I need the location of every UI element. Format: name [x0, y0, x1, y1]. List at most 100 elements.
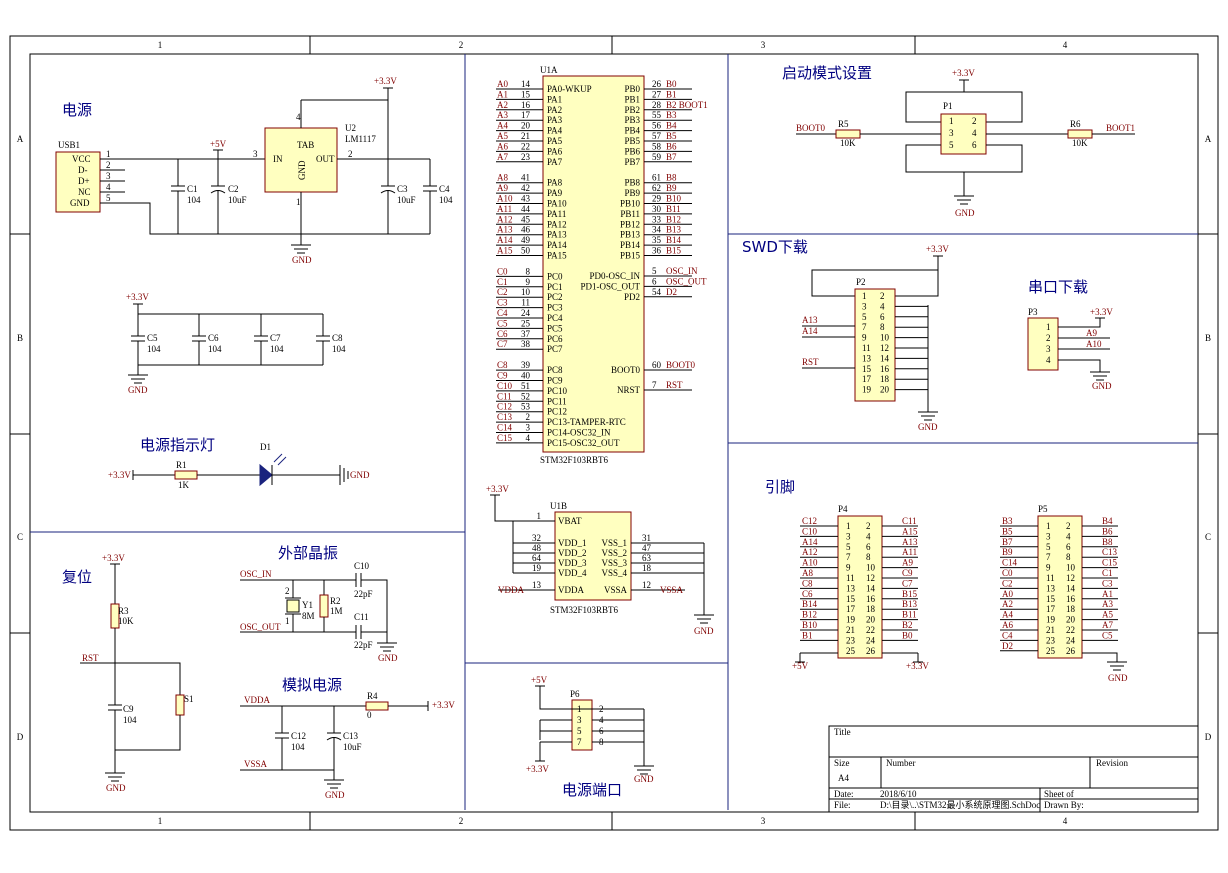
p4-pin-10: 10	[866, 563, 876, 573]
number-label: Number	[886, 758, 916, 768]
lm1117-pin-out: 2	[348, 149, 353, 159]
u1a-pinnum-30: 30	[652, 204, 662, 214]
p4-ref: P4	[838, 504, 848, 514]
usb-pin-num-5: 5	[106, 193, 111, 203]
p4-right-b15: B15	[902, 589, 918, 599]
u1a-pinnum-55: 55	[652, 110, 662, 120]
power-supply-block: USB1 VCC D- D+ NC GND 1 2 3 4 5 +5V C1 1…	[55, 76, 453, 265]
reset-rst-label: RST	[82, 653, 99, 663]
p3-pin-1: 1	[1046, 322, 1051, 332]
u1a-pin-pc0: PC0	[547, 271, 563, 281]
p2-pin-18: 18	[880, 374, 890, 384]
u1a-pinnum-9: 9	[526, 277, 531, 287]
p5-left-a0: A0	[1002, 589, 1013, 599]
p5-left-a6: A6	[1002, 620, 1013, 630]
r3-ref: R3	[118, 606, 129, 616]
boot0-label: BOOT0	[796, 123, 825, 133]
frame-row-c-left: C	[17, 532, 23, 542]
p5-ref: P5	[1038, 504, 1048, 514]
section-title-reset: 复位	[62, 568, 92, 586]
u1a-pin-pb4: PB4	[624, 126, 640, 136]
u1a-pin-pb3: PB3	[624, 115, 640, 125]
p5-pin-5: 5	[1046, 542, 1051, 552]
p5-right-a7: A7	[1102, 620, 1113, 630]
p4-pin-9: 9	[846, 563, 851, 573]
p1-pin-1: 1	[949, 116, 954, 126]
u1a-net-a3: A3	[497, 110, 508, 120]
u1a-part: STM32F103RBT6	[540, 455, 609, 465]
p5-left-a2: A2	[1002, 599, 1013, 609]
p4-pin-8: 8	[866, 552, 871, 562]
u1a-pin-pa6: PA6	[547, 146, 563, 156]
p4-left-a12: A12	[802, 547, 818, 557]
p5-pin-21: 21	[1046, 625, 1055, 635]
date-value: 2018/6/10	[880, 789, 917, 799]
u1a-net-d2: D2	[666, 287, 677, 297]
p6-connector	[571, 699, 593, 751]
frame-col-4-top: 4	[1063, 40, 1068, 50]
c1-ref: C1	[187, 184, 198, 194]
u1a-pin-pa9: PA9	[547, 188, 563, 198]
title-label: Title	[834, 727, 851, 737]
u1b-pin-vss_1: VSS_1	[601, 538, 627, 548]
u1a-net-rst: RST	[666, 380, 683, 390]
p5-right-a5: A5	[1102, 610, 1113, 620]
p5-left-c14: C14	[1002, 558, 1018, 568]
u1b-pin-vss_2: VSS_2	[601, 548, 627, 558]
u1a-pinnum-33: 33	[652, 214, 662, 224]
section-title-analog-power: 模拟电源	[282, 676, 342, 694]
c7-ref: C7	[270, 333, 281, 343]
p5-left-b5: B5	[1002, 526, 1013, 536]
p1-pin-6: 6	[972, 140, 977, 150]
u1a-pinnum-37: 37	[521, 329, 531, 339]
u1a-pinnum-38: 38	[521, 339, 531, 349]
p5-pin-13: 13	[1046, 583, 1056, 593]
u1a-pinnum-5: 5	[652, 266, 657, 276]
p4-left-b12: B12	[802, 610, 817, 620]
u1a-net-b1: B1	[666, 89, 677, 99]
u1a-pin-pc8: PC8	[547, 365, 563, 375]
u1a-ref: U1A	[540, 65, 558, 75]
p4-left-c10: C10	[802, 526, 818, 536]
u1a-net-b13: B13	[666, 225, 682, 235]
u1a-net-b8: B8	[666, 173, 677, 183]
drawing-frame: 1 2 3 4 1 2 3 4 A B C D A B C D	[9, 35, 1219, 831]
p6-gnd-label: GND	[634, 774, 654, 784]
u1b-part: STM32F103RBT6	[550, 605, 619, 615]
usb-pin-nc: NC	[78, 187, 91, 197]
u1a-net-b10: B10	[666, 194, 682, 204]
u1a-pinnum-59: 59	[652, 152, 662, 162]
p5-left-b9: B9	[1002, 547, 1013, 557]
boot1-label: BOOT1	[1106, 123, 1135, 133]
power-5v-label: +5V	[210, 139, 227, 149]
lm1117-gnd-label: GND	[297, 160, 307, 180]
frame-row-c-right: C	[1205, 532, 1211, 542]
boot-gnd-label: GND	[955, 208, 975, 218]
u1a-pin-pb14: PB14	[620, 240, 641, 250]
u1b-pinnum-63: 63	[642, 553, 652, 563]
p1-ref: P1	[943, 101, 953, 111]
u1a-pin-pa4: PA4	[547, 126, 563, 136]
p2-pin-20: 20	[880, 385, 890, 395]
u1a-pin-pb12: PB12	[620, 219, 640, 229]
p2-pin-11: 11	[862, 343, 871, 353]
p2-pin-3: 3	[862, 301, 867, 311]
u1a-pinnum-21: 21	[521, 131, 530, 141]
u1a-pin-pc5: PC5	[547, 323, 563, 333]
u1b-vdda-label: VDDA	[498, 585, 524, 595]
p3-pin-4: 4	[1046, 355, 1051, 365]
u1a-net-b9: B9	[666, 183, 677, 193]
p2-pin-7: 7	[862, 322, 867, 332]
p5-pin-26: 26	[1066, 646, 1076, 656]
swd-3v3-label: +3.3V	[926, 244, 949, 254]
p4-pin-17: 17	[846, 604, 856, 614]
u1a-pin-pa8: PA8	[547, 178, 563, 188]
u1a-pinnum-2: 2	[526, 412, 531, 422]
p2-pin-9: 9	[862, 333, 867, 343]
r1-resistor	[174, 470, 198, 480]
p5-right-b6: B6	[1102, 526, 1113, 536]
p4-right-a9: A9	[902, 558, 913, 568]
reset-3v3-label: +3.3V	[102, 553, 125, 563]
